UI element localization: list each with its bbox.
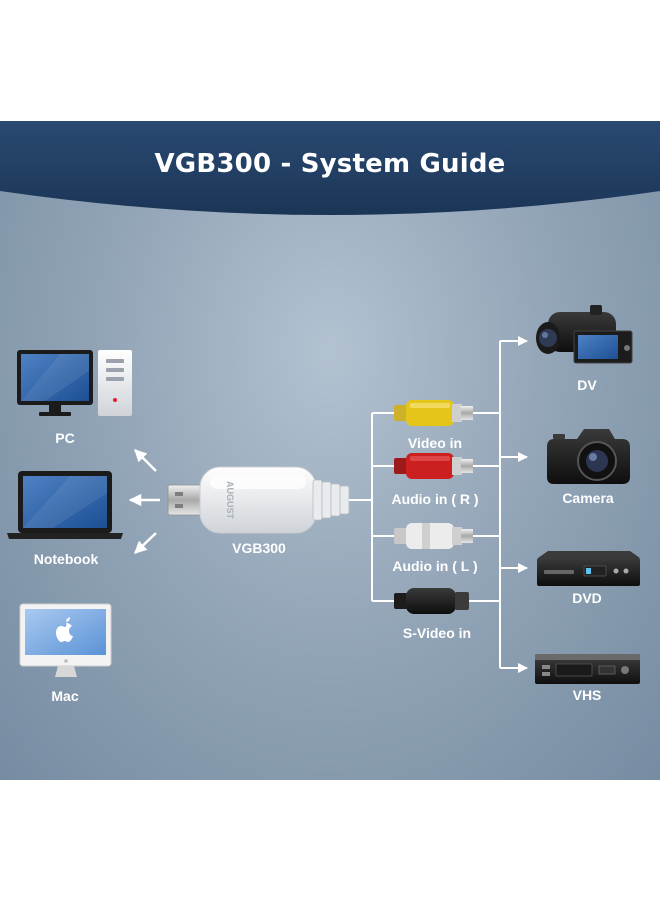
pc-label: PC: [55, 430, 75, 446]
imac-icon: [19, 603, 112, 677]
device-label: VGB300: [232, 540, 286, 556]
input-cable-lines: [349, 412, 394, 602]
red-rca-plug-icon: [394, 453, 473, 479]
camcorder-icon: [536, 305, 633, 364]
camera-icon: [547, 429, 630, 484]
dvd-player-icon: [537, 551, 640, 586]
system-guide-panel: VGB300 - System Guide: [0, 121, 660, 780]
audio-in-r-label: Audio in ( R ): [391, 491, 479, 507]
page-title: VGB300 - System Guide: [154, 149, 506, 179]
audio-in-l-label: Audio in ( L ): [392, 558, 478, 574]
usb-capture-adapter-icon: [167, 466, 350, 534]
device-brand-text: AUGUST: [225, 481, 235, 520]
video-in-label: Video in: [407, 435, 463, 451]
connection-diagram: AUGUST: [7, 305, 640, 684]
yellow-rca-plug-icon: [394, 400, 473, 426]
dvd-label: DVD: [572, 590, 602, 606]
vhs-player-icon: [535, 654, 640, 684]
svideo-in-label: S-Video in: [402, 625, 472, 641]
vhs-label: VHS: [572, 687, 602, 703]
computer-arrows: [128, 449, 160, 554]
camera-label: Camera: [562, 490, 614, 506]
title-banner: [0, 121, 660, 215]
svideo-plug-icon: [394, 588, 469, 614]
desktop-pc-icon: [17, 350, 132, 416]
laptop-icon: [7, 471, 123, 539]
white-rca-plug-icon: [394, 523, 473, 549]
source-device-lines: [469, 336, 528, 673]
dv-label: DV: [577, 377, 597, 393]
mac-label: Mac: [51, 688, 79, 704]
notebook-label: Notebook: [33, 551, 99, 567]
